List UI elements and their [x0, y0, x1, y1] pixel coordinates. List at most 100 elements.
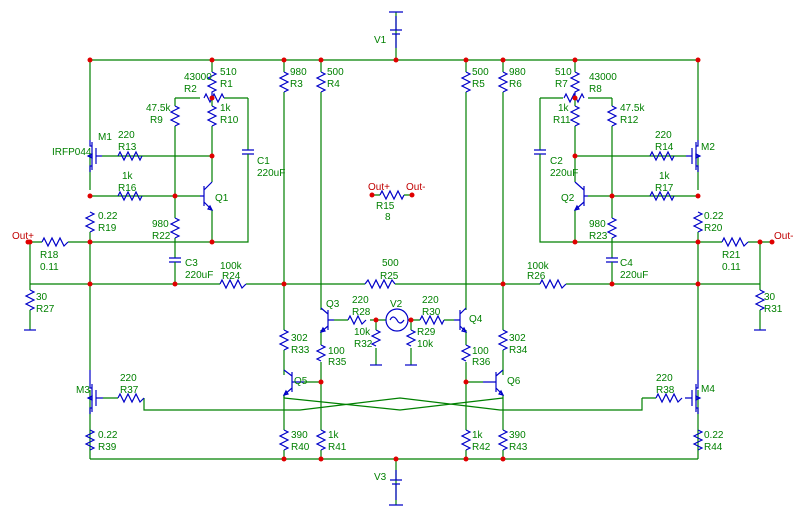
label-r32-name: R32 [354, 339, 373, 350]
label-r21-name: R21 [722, 250, 741, 261]
label-c2-name: C2 [550, 156, 563, 167]
label-r26-value: 100k [527, 261, 550, 272]
resistor-r14 [649, 150, 675, 162]
label-r35-name: R35 [328, 357, 347, 368]
resistor-r39 [84, 429, 96, 451]
label-r15-out-plus: Out+ [368, 182, 390, 193]
label-r31-name: R31 [764, 304, 783, 315]
label-r30-value: 220 [422, 295, 439, 306]
label-r24-name: R24 [222, 271, 241, 282]
label-q2-name: Q2 [561, 193, 575, 204]
label-q6-name: Q6 [507, 376, 521, 387]
label-out-plus: Out+ [12, 231, 34, 242]
label-r44-value: 0.22 [704, 430, 724, 441]
label-r38-name: R38 [656, 385, 675, 396]
left-r9-col [90, 97, 200, 197]
transistors [86, 140, 702, 414]
label-r10-value: 1k [220, 103, 232, 114]
label-r28-value: 220 [352, 295, 369, 306]
mosfet-m2 [686, 140, 702, 172]
label-r31-value: 30 [764, 292, 776, 303]
supply-v3 [389, 470, 403, 506]
resistor-r3 [278, 71, 290, 93]
label-r9-value: 47.5k [146, 103, 171, 114]
label-c1-value: 220uF [257, 168, 285, 179]
label-r43-value: 390 [509, 430, 526, 441]
label-r44-name: R44 [704, 442, 723, 453]
bjt-q2 [573, 181, 588, 211]
resistor-r31 [754, 289, 766, 311]
label-r4-value: 500 [327, 67, 344, 78]
label-r26-name: R26 [527, 271, 546, 282]
label-c4-name: C4 [620, 258, 633, 269]
label-r11-name: R11 [553, 115, 571, 126]
resistor-r29 [405, 329, 417, 347]
label-r14-name: R14 [655, 142, 674, 153]
resistor-r37 [117, 392, 145, 404]
label-r18-name: R18 [40, 250, 59, 261]
capacitors [169, 149, 618, 270]
resistor-r7 [569, 71, 581, 98]
capacitor-c2 [534, 149, 546, 155]
label-r20-name: R20 [704, 223, 723, 234]
right-r12-col [588, 97, 698, 197]
label-r18-value: 0.11 [40, 262, 59, 273]
wires [28, 12, 772, 505]
label-r42-name: R42 [472, 442, 491, 453]
label-c3-name: C3 [185, 258, 198, 269]
resistor-r34 [497, 329, 509, 351]
resistor-r38 [655, 392, 683, 404]
label-r22-name: R22 [152, 231, 171, 242]
resistor-r26 [539, 278, 567, 290]
label-v3-name: V3 [374, 472, 387, 483]
label-r23-value: 980 [589, 219, 606, 230]
label-m4-name: M4 [701, 384, 715, 395]
supply-v1 [389, 11, 403, 48]
label-c1-name: C1 [257, 156, 270, 167]
bjt-q6 [483, 369, 505, 396]
resistor-r10 [206, 105, 218, 127]
sources [24, 11, 766, 506]
label-r30-name: R30 [422, 307, 441, 318]
label-r4-name: R4 [327, 79, 340, 90]
gate-cross-a [103, 397, 656, 411]
label-r2-value: 43000 [184, 72, 212, 83]
resistor-r12 [606, 105, 618, 127]
label-c3-value: 220uF [185, 270, 213, 281]
resistor-r43 [497, 429, 509, 451]
resistor-r16 [117, 190, 143, 202]
resistor-r41 [315, 429, 327, 451]
resistor-r17 [649, 190, 675, 202]
right-bias-col [574, 60, 686, 157]
label-q4-name: Q4 [469, 314, 483, 325]
label-r17-name: R17 [655, 183, 674, 194]
label-r43-name: R43 [509, 442, 528, 453]
label-r29-value: 10k [417, 339, 434, 350]
label-r12-name: R12 [620, 115, 639, 126]
label-r12-value: 47.5k [620, 103, 645, 114]
label-r22-value: 980 [152, 219, 169, 230]
capacitor-c3 [169, 257, 181, 263]
label-r14-value: 220 [655, 130, 672, 141]
resistor-r20 [692, 211, 704, 233]
label-r3-name: R3 [290, 79, 303, 90]
resistor-r23 [606, 217, 618, 239]
label-r25-name: R25 [380, 271, 399, 282]
mosfet-m4 [685, 370, 702, 414]
label-r5-name: R5 [472, 79, 485, 90]
resistor-r30 [419, 314, 445, 326]
label-r8-name: R8 [589, 84, 602, 95]
label-r9-name: R9 [150, 115, 163, 126]
resistor-r18 [41, 236, 69, 248]
resistor-r1 [206, 71, 218, 98]
label-r7-value: 510 [555, 67, 572, 78]
label-r33-name: R33 [291, 345, 310, 356]
mosfet-m3 [86, 370, 103, 414]
label-out-minus: Out- [774, 231, 793, 242]
label-r32-value: 10k [354, 327, 371, 338]
label-q1-name: Q1 [215, 193, 229, 204]
label-r21-value: 0.11 [722, 262, 741, 273]
label-r15-value: 8 [385, 212, 391, 223]
resistor-r25 [364, 278, 396, 290]
